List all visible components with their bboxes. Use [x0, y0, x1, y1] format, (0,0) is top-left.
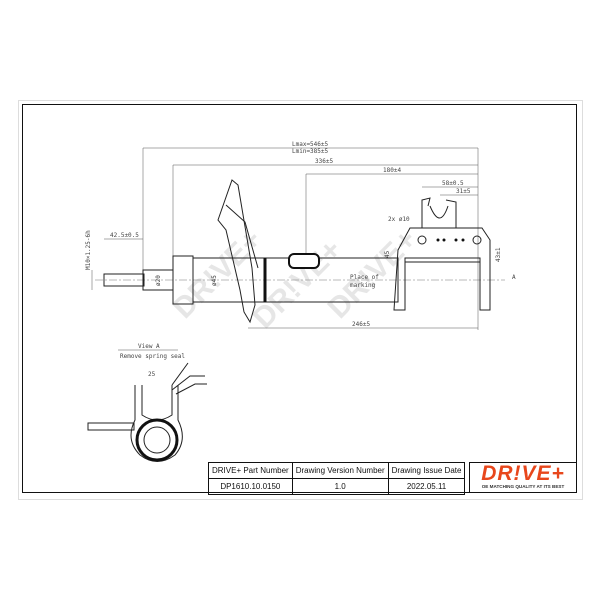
- part-number-value: DP1610.10.0150: [208, 478, 293, 495]
- dim-336: 336±5: [315, 158, 333, 165]
- dim-180: 180±4: [383, 167, 401, 174]
- drawing-frame-outer: [18, 100, 583, 500]
- dim-dia20: ø20: [155, 275, 162, 286]
- marking-label-2: marking: [350, 282, 376, 289]
- dim-45: 45: [384, 250, 391, 258]
- title-block-header-row: DRIVE+ Part Number Drawing Version Numbe…: [208, 462, 466, 479]
- dim-lmin: Lmin=385±5: [292, 148, 329, 155]
- dim-43: 43±1: [495, 247, 502, 262]
- header-drawing-version: Drawing Version Number: [291, 462, 389, 479]
- dim-bolt: 2x ø10: [388, 216, 410, 223]
- dim-42: 42.5±0.5: [110, 232, 139, 239]
- drawing-version-value: 1.0: [291, 478, 389, 495]
- dim-246: 246±5: [352, 321, 370, 328]
- view-a-detail: View A Remove spring seal 25: [87, 343, 207, 462]
- view-a-title: View A: [138, 343, 160, 350]
- title-block-value-row: DP1610.10.0150 1.0 2022.05.11: [208, 478, 466, 495]
- shock-absorber: [103, 179, 491, 324]
- issue-date-value: 2022.05.11: [387, 478, 466, 495]
- drive-plus-logo: DR!VE+ OE MATCHING QUALITY AT ITS BEST: [469, 462, 577, 493]
- title-block: DRIVE+ Part Number Drawing Version Numbe…: [208, 462, 466, 495]
- view-a-dim: 25: [148, 371, 156, 378]
- marking-label-1: Place of: [350, 274, 379, 281]
- logo-tagline: OE MATCHING QUALITY AT ITS BEST: [481, 484, 565, 489]
- watermark-group: DR!VE+ DR!VE+ DR!VE+: [167, 223, 424, 335]
- view-a-subtitle: Remove spring seal: [120, 353, 185, 360]
- dim-thread: M10×1.25-6h: [85, 230, 92, 270]
- view-a-arrow-label: A: [512, 274, 516, 281]
- header-part-number: DRIVE+ Part Number: [208, 462, 293, 479]
- logo-text: DR!VE+: [481, 462, 565, 485]
- dimension-lines: [91, 147, 479, 330]
- dim-lmax: Lmax=546±5: [292, 141, 329, 148]
- dim-31: 31±5: [456, 188, 471, 195]
- header-issue-date: Drawing Issue Date: [387, 462, 466, 479]
- dim-dia45: ø45: [211, 275, 218, 286]
- dim-58: 58±0.5: [442, 180, 464, 187]
